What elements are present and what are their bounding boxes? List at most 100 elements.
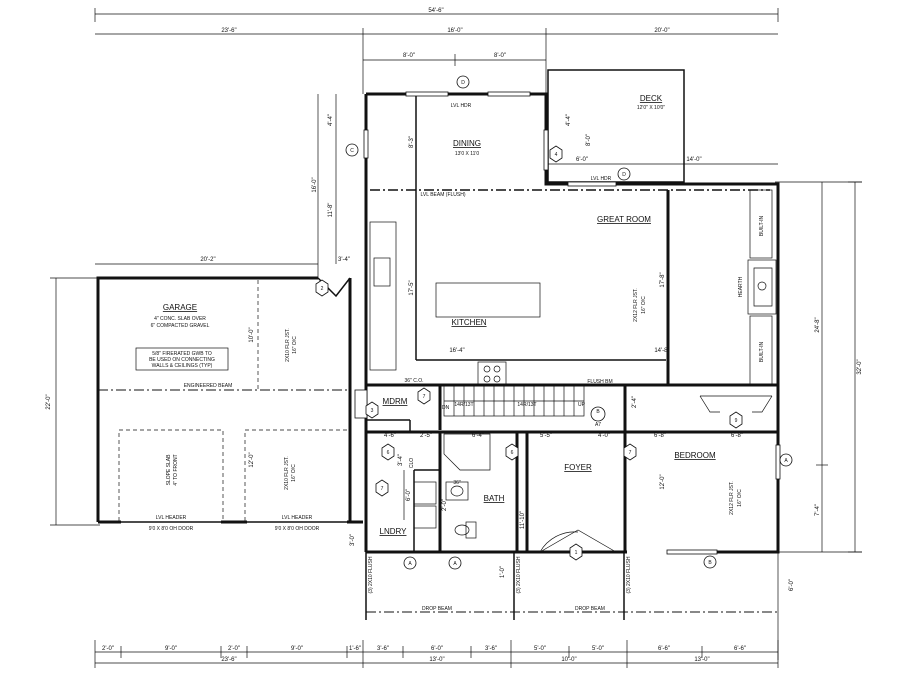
clo-36: 36" C.O. bbox=[404, 378, 423, 384]
bath-label: BATH bbox=[484, 494, 505, 503]
hearth-label: HEARTH bbox=[738, 276, 744, 297]
dim-bottom-total-2: 13'-0" bbox=[429, 657, 444, 663]
dim-bottom-total-4: 13'-0" bbox=[694, 657, 709, 663]
garage-door-a: 9'0 X 8'0 OH DOOR bbox=[149, 526, 194, 532]
dim-mid-width: 16'-0" bbox=[447, 28, 462, 34]
drop-beam-a: DROP BEAM bbox=[422, 606, 452, 612]
dim-4-4: 4'-4" bbox=[328, 114, 334, 126]
dim-left-width: 23'-6" bbox=[221, 28, 236, 34]
mdrm-label: MDRM bbox=[383, 397, 408, 406]
house-walls bbox=[364, 92, 780, 554]
tag-c-text: C bbox=[350, 148, 354, 154]
deck-size: 12'0" X 10'0" bbox=[637, 105, 665, 111]
left-dimensions: 22'-0" 20'-2" 3'-4" 4'-4" 16'-0" 11'-8" bbox=[46, 94, 350, 526]
tag-7b-text: 7 bbox=[381, 486, 384, 492]
tag-d-deck-text: D bbox=[622, 172, 626, 178]
dim-right-depth-a: 24'-8" bbox=[815, 317, 821, 332]
dim-bed-6-8b: 6'-8" bbox=[731, 433, 743, 439]
flush-beam: FLUSH BM bbox=[587, 379, 612, 385]
front-door-swing bbox=[539, 529, 617, 553]
bath-fixtures bbox=[443, 433, 491, 539]
laundry-label: LNDRY bbox=[380, 527, 408, 536]
garage-walls bbox=[96, 276, 363, 524]
dim-mdrm-2-5: 2'-5" bbox=[420, 433, 432, 439]
lvl-hdr-top: LVL HDR bbox=[451, 103, 472, 109]
tag-a3 bbox=[779, 453, 793, 467]
dim-bottom-4: 9'-0" bbox=[291, 646, 303, 652]
post-a: (3) 2X10 FLUSH bbox=[368, 556, 374, 593]
firerated-note-2: BE USED ON CONNECTING bbox=[149, 357, 215, 363]
laundry-fixtures bbox=[403, 470, 437, 529]
dim-bottom-7: 6'-0" bbox=[431, 646, 443, 652]
bottom-dimensions: 2'-0" 9'-0" 2'-0" 9'-0" 1'-6" 3'-6" 6'-0… bbox=[94, 640, 779, 668]
dim-bed-12-0: 12'-0" bbox=[660, 474, 666, 489]
tag-a1 bbox=[403, 556, 417, 570]
dim-porch-1-0: 1'-0" bbox=[500, 566, 506, 578]
tag-4-text: 4 bbox=[555, 152, 558, 158]
dim-total-depth: 32'-0" bbox=[857, 359, 863, 374]
dim-11-8: 11'-8" bbox=[328, 203, 334, 218]
dim-dining-8-3: 8'-3" bbox=[409, 136, 415, 148]
tag-1-text: 1 bbox=[575, 550, 578, 556]
slope-slab-note: 4" TO FRONT bbox=[173, 454, 179, 485]
dining-size: 13'0 X 11'0 bbox=[455, 151, 480, 157]
dim-right-width: 20'-0" bbox=[654, 28, 669, 34]
dim-mdrm-4-6: 4'-6" bbox=[384, 433, 396, 439]
tag-3a bbox=[365, 401, 379, 419]
tag-d-deck bbox=[617, 167, 631, 181]
tag-c bbox=[345, 143, 359, 157]
dining-label: DINING bbox=[453, 139, 481, 148]
kitchen-label: KITCHEN bbox=[451, 318, 486, 327]
stair-down: DN bbox=[442, 405, 450, 411]
firerated-note-3: WALLS & CEILINGS (TYP) bbox=[152, 363, 213, 369]
dim-bottom-9: 5'-0" bbox=[534, 646, 546, 652]
dim-bottom-5: 1'-6" bbox=[349, 646, 361, 652]
built-in-bottom: BUILT-IN bbox=[759, 342, 765, 363]
dim-bottom-2: 9'-0" bbox=[165, 646, 177, 652]
dim-deck-6-0: 6'-0" bbox=[576, 157, 588, 163]
dim-deck-14-0: 14'-0" bbox=[686, 157, 701, 163]
dim-pantry-2-0: 2'-0" bbox=[442, 499, 448, 511]
tag-6b-text: 6 bbox=[511, 450, 514, 456]
bath-vanity: 36" bbox=[453, 480, 461, 486]
tag-9 bbox=[729, 411, 743, 429]
dim-great-17-8: 17'-8" bbox=[660, 272, 666, 287]
tag-4 bbox=[549, 145, 563, 163]
dim-garage-10-0: 10'-0" bbox=[249, 327, 255, 342]
tag-3a-text: 3 bbox=[371, 408, 374, 414]
dim-bottom-6: 3'-6" bbox=[377, 646, 389, 652]
stair-riser-b: 14R/13T bbox=[517, 402, 536, 408]
dim-kitchen-17-5: 17'-5" bbox=[409, 280, 415, 295]
dim-garage-width: 20'-2" bbox=[200, 257, 215, 263]
lvl-hdr-deck: LVL HDR bbox=[591, 176, 612, 182]
garage-joist-a: 2X10 FLR JST. bbox=[285, 328, 291, 362]
dim-foyer-4-0: 4'-0" bbox=[598, 433, 610, 439]
dim-right-depth-b: 7'-4" bbox=[815, 504, 821, 516]
great-room-fixtures bbox=[747, 189, 777, 385]
garage-note-2: 6" COMPACTED GRAVEL bbox=[151, 323, 210, 329]
garage-label: GARAGE bbox=[163, 303, 197, 312]
bedroom-closets bbox=[699, 395, 773, 413]
tag-d-top-text: D bbox=[461, 80, 465, 86]
right-dimensions: 32'-0" 24'-8" 7'-4" 6'-0" bbox=[775, 181, 863, 660]
dim-dining-left: 8'-0" bbox=[403, 53, 415, 59]
dim-bottom-8: 3'-6" bbox=[485, 646, 497, 652]
dim-dining-4-4: 4'-4" bbox=[566, 114, 572, 126]
dim-bottom-total-1: 23'-6" bbox=[221, 657, 236, 663]
deck-label: DECK bbox=[640, 94, 663, 103]
dim-16-0: 16'-0" bbox=[312, 177, 318, 192]
garage-joist-a-spacing: 16" O/C bbox=[292, 336, 298, 354]
great-room-joist: 2X12 FLR JST. bbox=[633, 288, 639, 322]
dim-garage-12-0: 12'-0" bbox=[249, 452, 255, 467]
clo-label: CLO bbox=[409, 458, 415, 468]
garage-joist-b-spacing: 16" O/C bbox=[291, 464, 297, 482]
tag-9-text: 9 bbox=[735, 418, 738, 424]
stair-up: UP bbox=[578, 402, 586, 408]
top-dimensions: 54'-6" 23'-6" 16'-0" 20'-0" 8'-0" 8'-0" bbox=[94, 8, 779, 94]
post-c: (3) 2X10 FLUSH bbox=[626, 556, 632, 593]
dim-garage-depth: 22'-0" bbox=[46, 394, 52, 409]
dim-bottom-3: 2'-0" bbox=[228, 646, 240, 652]
drop-beam-b: DROP BEAM bbox=[575, 606, 605, 612]
tag-2-text: 2 bbox=[321, 286, 324, 292]
tag-b1-text: B bbox=[708, 560, 712, 566]
